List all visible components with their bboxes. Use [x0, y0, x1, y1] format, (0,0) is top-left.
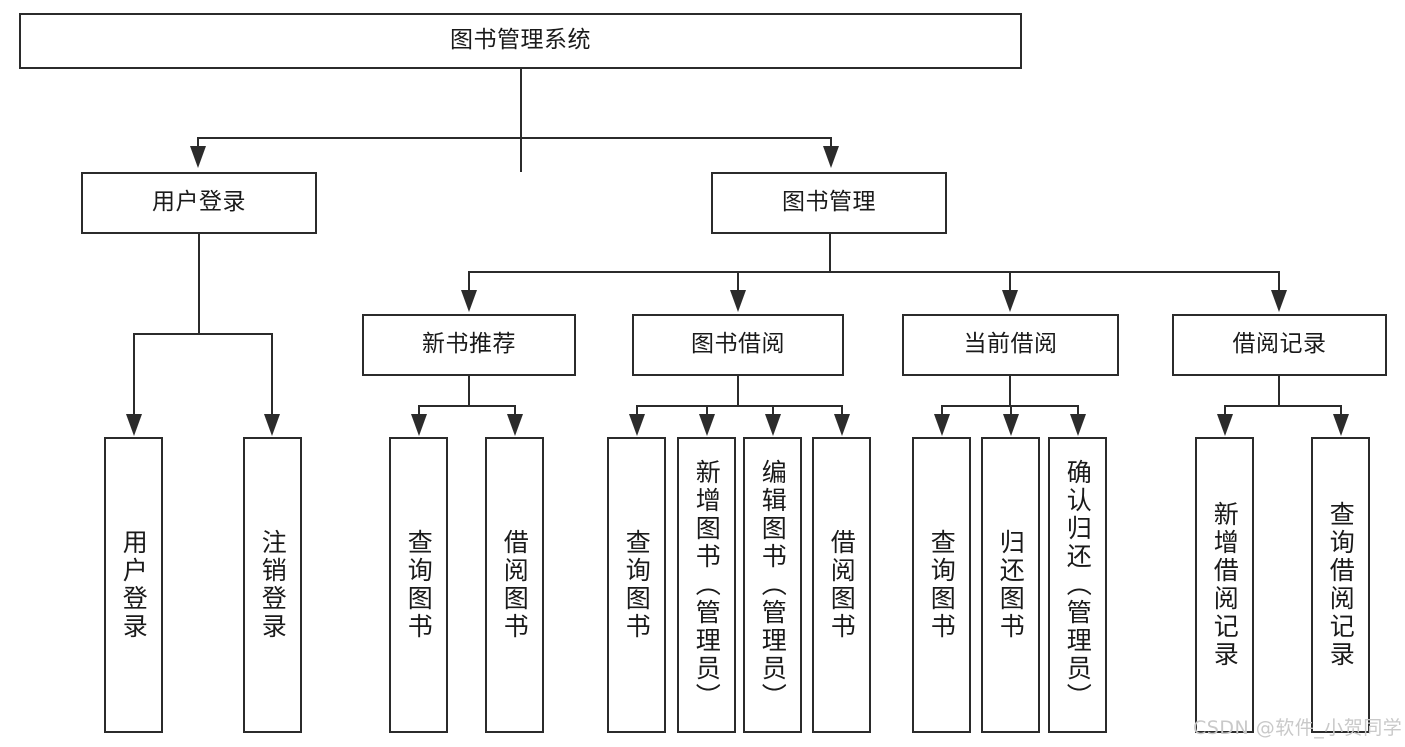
- csdn-watermark: CSDN @软件_小贺同学: [1193, 717, 1403, 739]
- arrow-to-leaf-confirm-return: [1070, 414, 1086, 436]
- edge-cb-drop-2: [1010, 405, 1012, 417]
- edge-bm-drop-3: [1009, 271, 1011, 293]
- node-leaf-query-book-3[interactable]: 查询图书: [912, 437, 971, 733]
- node-label: 新增图书（管理员）: [692, 459, 722, 711]
- edge-br-bus: [1224, 405, 1342, 407]
- edge-br-drop-2: [1340, 405, 1342, 417]
- node-label: 当前借阅: [963, 331, 1058, 358]
- node-new-book-recommend[interactable]: 新书推荐: [362, 314, 576, 376]
- node-label: 图书管理: [782, 189, 876, 216]
- arrow-root-to-book-management: [823, 146, 839, 168]
- node-label: 归还图书: [996, 529, 1026, 641]
- edge-nbr-drop-2: [514, 405, 516, 417]
- node-leaf-return-book[interactable]: 归还图书: [981, 437, 1040, 733]
- edge-bm-drop-2: [737, 271, 739, 293]
- node-user-login[interactable]: 用户登录: [81, 172, 317, 234]
- arrow-to-leaf-return-book: [1003, 414, 1019, 436]
- edge-bm-drop-1: [468, 271, 470, 293]
- node-borrow-record[interactable]: 借阅记录: [1172, 314, 1387, 376]
- arrow-to-current-borrow: [1002, 290, 1018, 312]
- edge-user-login-stem: [198, 233, 200, 334]
- arrow-root-to-user-login: [190, 146, 206, 168]
- node-label: 借阅图书: [500, 529, 530, 641]
- arrow-to-leaf-user-login: [126, 414, 142, 436]
- arrow-to-new-book-recommend: [461, 290, 477, 312]
- node-book-management[interactable]: 图书管理: [711, 172, 947, 234]
- edge-bb-bus: [636, 405, 843, 407]
- node-leaf-borrow-book-2[interactable]: 借阅图书: [812, 437, 871, 733]
- node-label: 注销登录: [258, 529, 288, 641]
- edge-user-login-bus: [133, 333, 272, 335]
- edge-br-drop-1: [1224, 405, 1226, 417]
- node-leaf-query-record[interactable]: 查询借阅记录: [1311, 437, 1370, 733]
- node-leaf-query-book-1[interactable]: 查询图书: [389, 437, 448, 733]
- node-root-book-management-system[interactable]: 图书管理系统: [19, 13, 1022, 69]
- edge-cb-stem: [1009, 375, 1011, 407]
- arrow-to-leaf-query-book-3: [934, 414, 950, 436]
- arrow-to-leaf-query-book-1: [411, 414, 427, 436]
- edge-book-management-stem: [829, 233, 831, 273]
- node-label: 图书管理系统: [450, 27, 591, 54]
- edge-nbr-stem: [468, 375, 470, 407]
- arrow-to-leaf-edit-book: [765, 414, 781, 436]
- edge-nbr-drop-1: [418, 405, 420, 417]
- node-book-borrow[interactable]: 图书借阅: [632, 314, 844, 376]
- edge-root-bus: [197, 137, 832, 139]
- edge-bb-drop-3: [772, 405, 774, 417]
- arrow-to-leaf-borrow-book-2: [834, 414, 850, 436]
- edge-cb-drop-1: [941, 405, 943, 417]
- edge-root-stem: [520, 68, 522, 172]
- arrow-to-leaf-query-book-2: [629, 414, 645, 436]
- edge-user-login-drop-2: [271, 333, 273, 415]
- node-leaf-user-login[interactable]: 用户登录: [104, 437, 163, 733]
- node-leaf-add-record[interactable]: 新增借阅记录: [1195, 437, 1254, 733]
- node-label: 用户登录: [152, 189, 246, 216]
- node-label: 查询图书: [404, 529, 434, 641]
- node-label: 编辑图书（管理员）: [758, 459, 788, 711]
- node-leaf-edit-book[interactable]: 编辑图书（管理员）: [743, 437, 802, 733]
- node-label: 借阅记录: [1232, 331, 1327, 358]
- arrow-to-book-borrow: [730, 290, 746, 312]
- node-label: 查询借阅记录: [1326, 501, 1356, 669]
- node-leaf-logout-login[interactable]: 注销登录: [243, 437, 302, 733]
- edge-br-stem: [1278, 375, 1280, 407]
- edge-bm-drop-4: [1278, 271, 1280, 293]
- edge-bb-drop-4: [841, 405, 843, 417]
- node-leaf-confirm-return[interactable]: 确认归还（管理员）: [1048, 437, 1107, 733]
- node-label: 新书推荐: [422, 331, 516, 358]
- node-label: 确认归还（管理员）: [1063, 459, 1093, 711]
- node-current-borrow[interactable]: 当前借阅: [902, 314, 1119, 376]
- arrow-to-leaf-add-book: [699, 414, 715, 436]
- edge-bb-drop-2: [706, 405, 708, 417]
- node-leaf-add-book[interactable]: 新增图书（管理员）: [677, 437, 736, 733]
- edge-nbr-bus: [418, 405, 516, 407]
- node-label: 新增借阅记录: [1210, 501, 1240, 669]
- node-label: 图书借阅: [691, 331, 785, 358]
- node-label: 查询图书: [927, 529, 957, 641]
- arrow-to-leaf-add-record: [1217, 414, 1233, 436]
- edge-bb-drop-1: [636, 405, 638, 417]
- edge-cb-drop-3: [1077, 405, 1079, 417]
- node-label: 借阅图书: [827, 529, 857, 641]
- edge-book-management-bus: [468, 271, 1279, 273]
- edge-bb-stem: [737, 375, 739, 407]
- node-label: 查询图书: [622, 529, 652, 641]
- arrow-to-borrow-record: [1271, 290, 1287, 312]
- node-label: 用户登录: [119, 529, 149, 641]
- edge-user-login-drop-1: [133, 333, 135, 415]
- node-leaf-borrow-book-1[interactable]: 借阅图书: [485, 437, 544, 733]
- arrow-to-leaf-logout-login: [264, 414, 280, 436]
- arrow-to-leaf-borrow-book-1: [507, 414, 523, 436]
- arrow-to-leaf-query-record: [1333, 414, 1349, 436]
- node-leaf-query-book-2[interactable]: 查询图书: [607, 437, 666, 733]
